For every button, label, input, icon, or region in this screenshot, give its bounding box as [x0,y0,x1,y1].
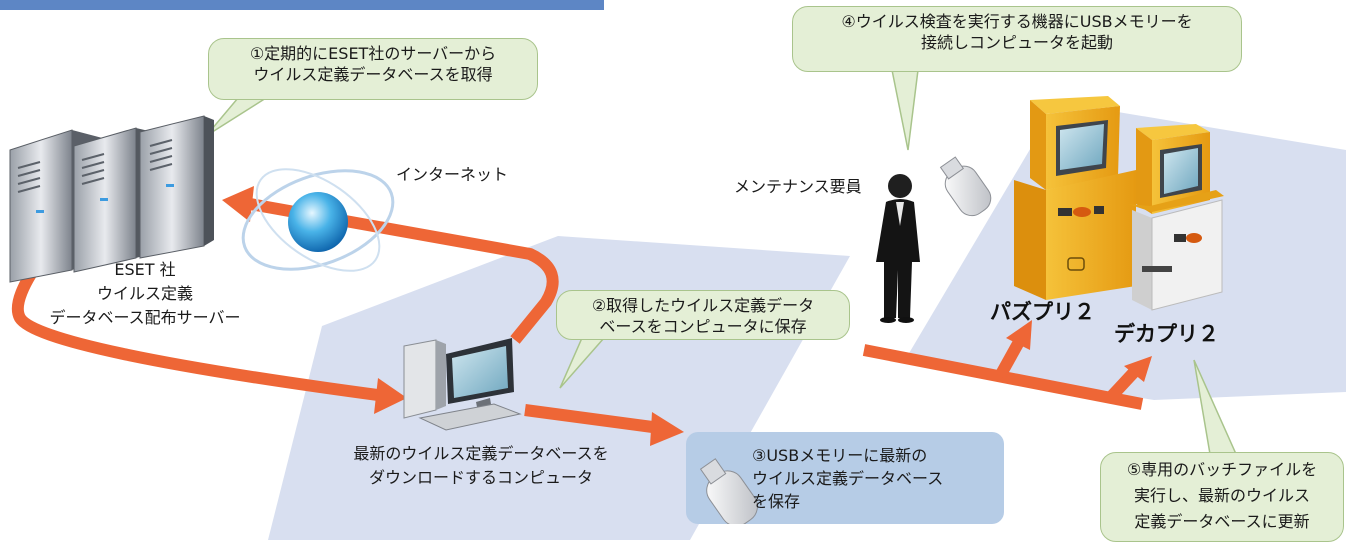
product-pazpuri-label: パズプリ２ [990,300,1095,324]
arrow-to-dekapuri [1105,365,1141,403]
photo-kiosk-icon [1128,124,1224,311]
callout-step1: ①定期的にESET社のサーバーから ウイルス定義データベースを取得 [208,38,538,100]
arrow-heads [222,186,1152,446]
callout-step2: ②取得したウイルス定義データ ベースをコンピュータに保存 [556,290,850,340]
usb-memory-icon [939,156,992,217]
internet-label: インターネット [396,165,509,184]
server-label: ESET 社 ウイルス定義 データベース配布サーバー [49,260,241,327]
maintenance-person-icon [876,174,920,323]
photo-kiosk-icon [1014,96,1136,300]
callout-step4: ④ウイルス検査を実行する機器にUSBメモリーを 接続しコンピュータを起動 [792,6,1242,72]
server-rack-icon [9,115,214,283]
header-bar [0,0,604,10]
callout-step3: ③USBメモリーに最新の ウイルス定義データベース を保存 [752,446,944,511]
flow-arrows [11,198,1144,434]
arrow-to-pazpuri [994,337,1026,379]
computer-label: 最新のウイルス定義データベースを ダウンロードするコンピュータ [353,444,609,487]
product-dekapuri-label: デカプリ２ [1114,322,1219,346]
arrow-computer-to-usb [524,404,661,434]
maintenance-staff-label: メンテナンス要員 [734,177,862,196]
callout-step5: ⑤専用のバッチファイルを 実行し、最新のウイルス 定義データベースに更新 [1100,452,1344,542]
arrow-server-to-computer [11,248,386,402]
arrow-computer-to-server [248,198,559,344]
globe-icon [241,168,395,272]
desktop-computer-icon [403,338,522,431]
usb-memory-icon [699,458,758,524]
